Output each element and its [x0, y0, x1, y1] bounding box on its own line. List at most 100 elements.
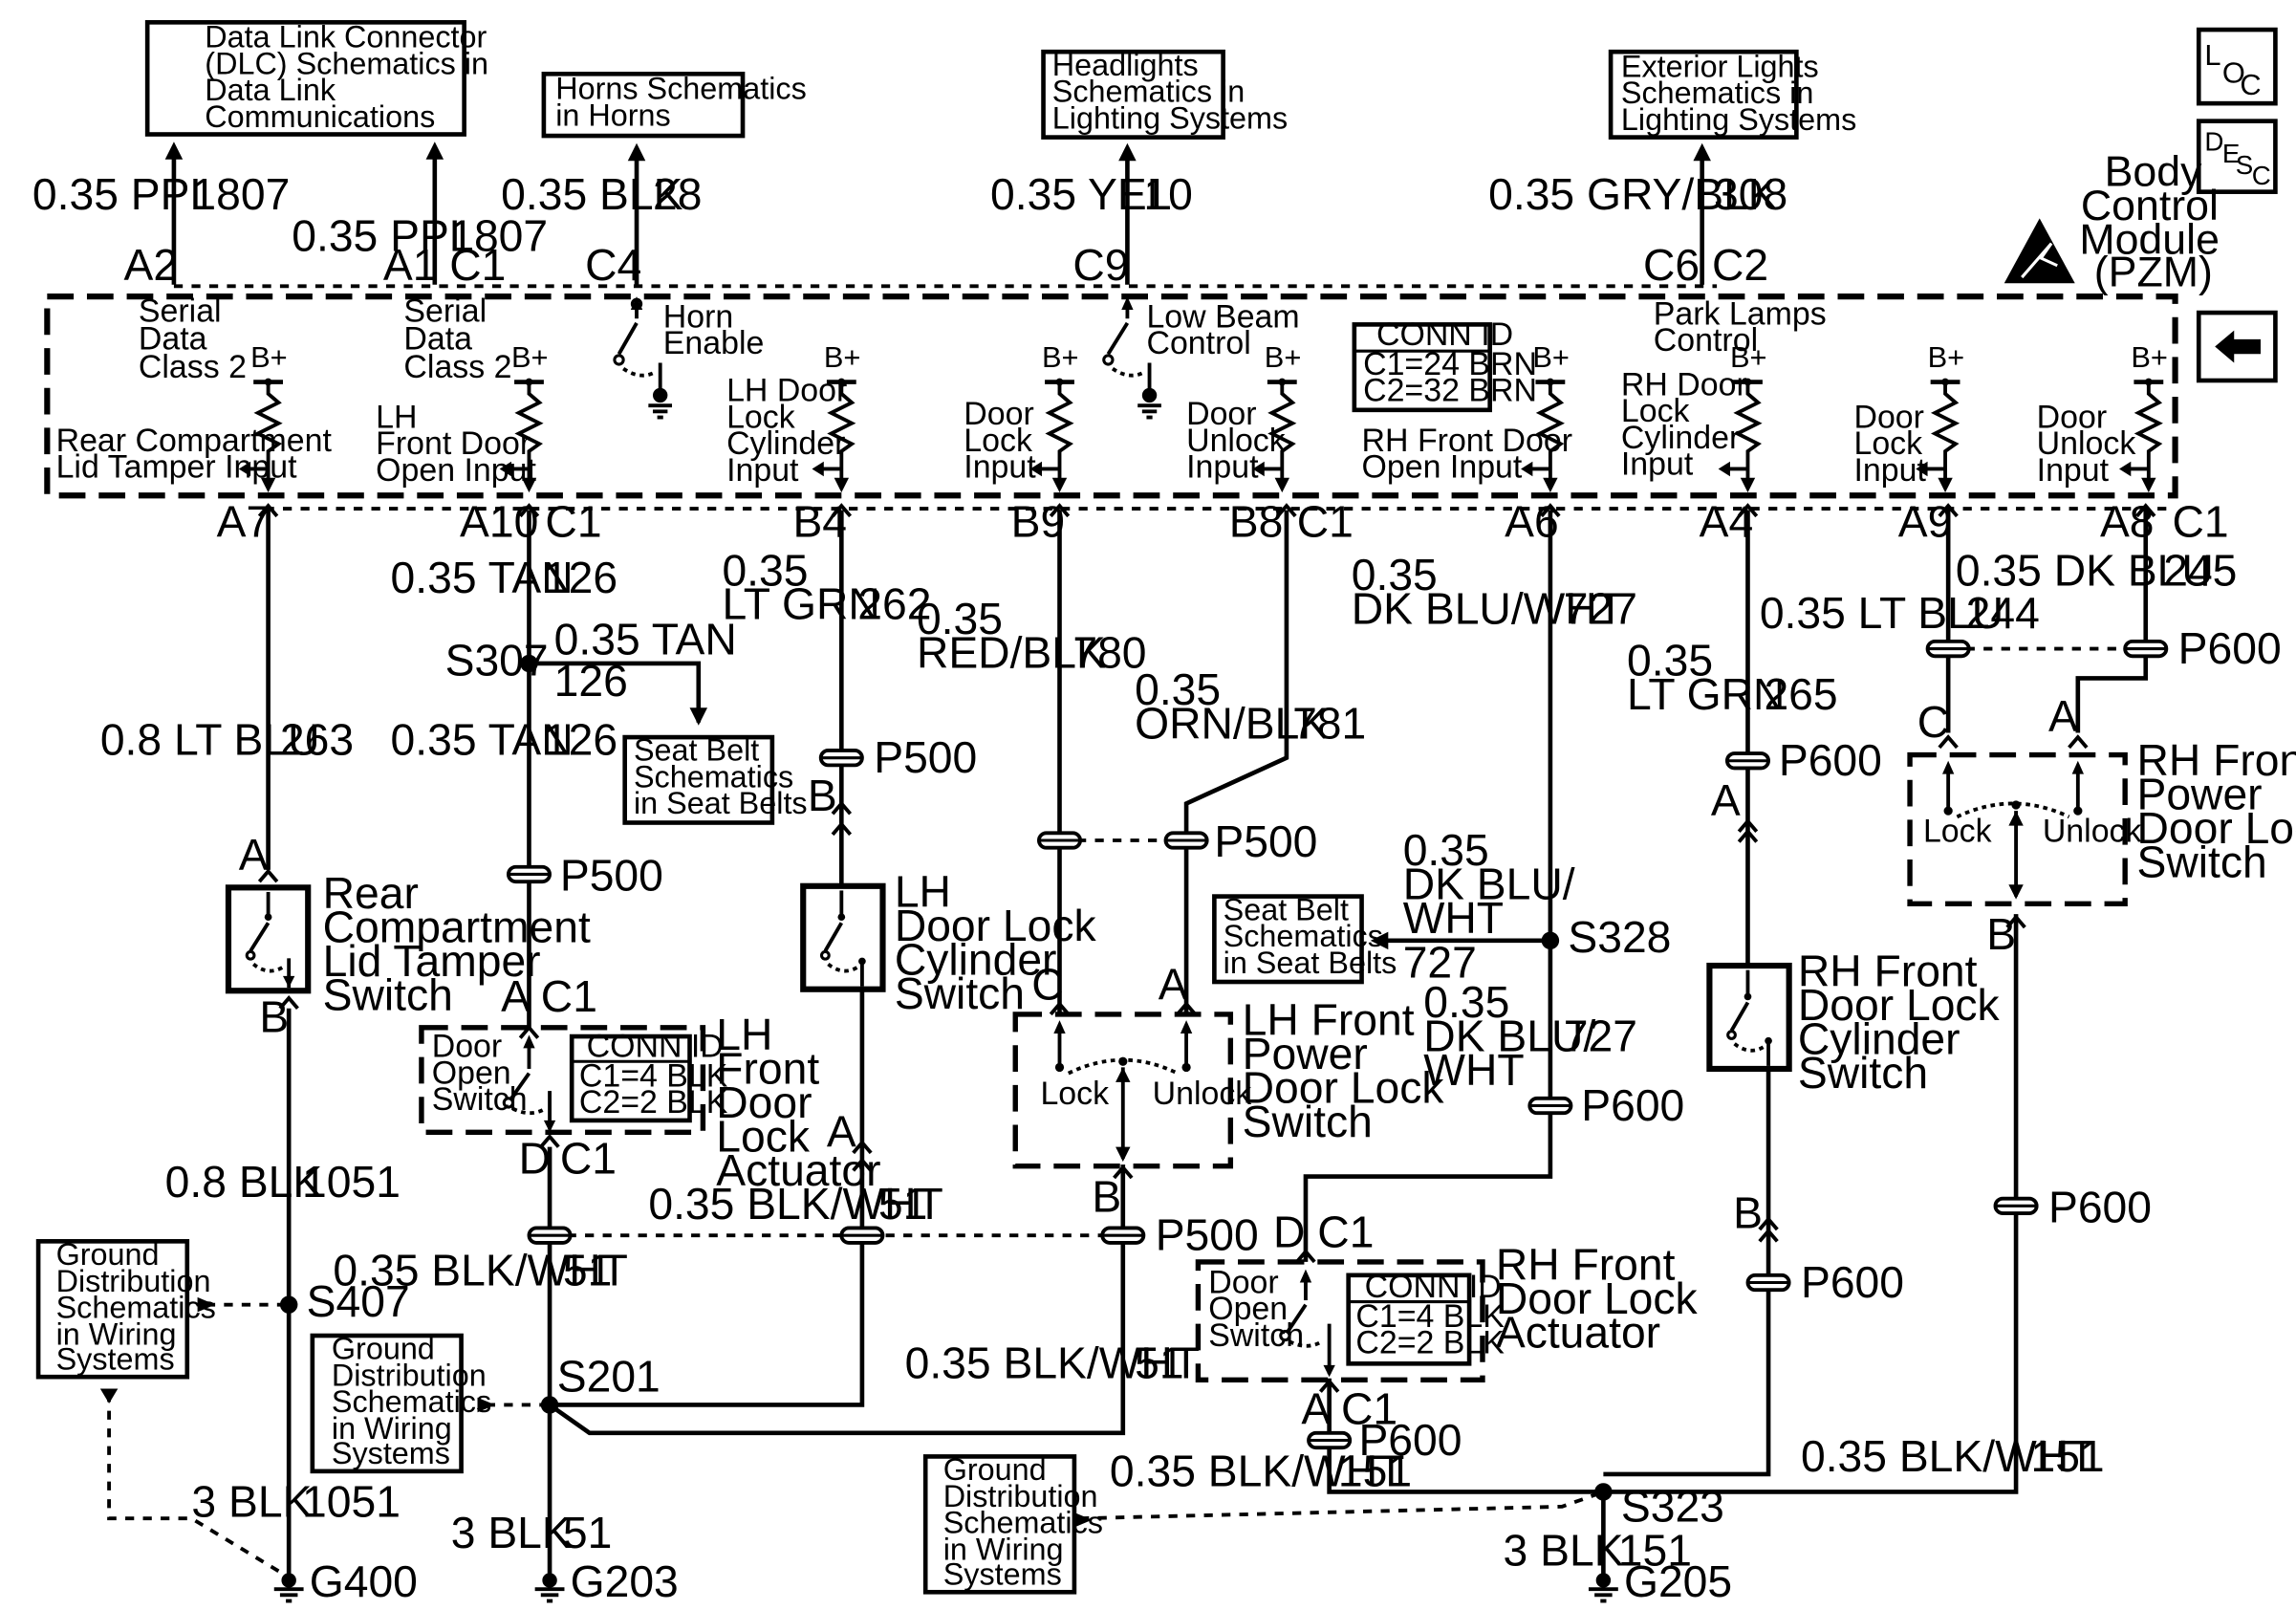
svg-text:Power: Power	[2136, 770, 2262, 819]
bcm-serial-data-2: Serial Data Class 2	[403, 293, 511, 385]
svg-text:Unlock: Unlock	[1186, 423, 1286, 459]
svg-text:Open: Open	[1208, 1291, 1288, 1327]
pin-chevron-7	[852, 1140, 873, 1155]
input-label-rh-door-open: RH Front Door Open Input	[1362, 423, 1572, 486]
back-arrow-icon[interactable]	[2196, 310, 2278, 383]
svg-text:RH Front: RH Front	[1496, 1239, 1676, 1289]
svg-text:B9: B9	[1011, 496, 1066, 546]
svg-text:Communications: Communications	[205, 99, 435, 134]
pin-label-a2: A2	[124, 240, 179, 290]
svg-text:P500: P500	[560, 850, 663, 900]
bplus-label: B+	[1532, 340, 1570, 374]
pin-chevron-5	[831, 800, 853, 816]
svg-text:Switch: Switch	[323, 969, 453, 1019]
top-wires	[164, 141, 1718, 289]
svg-text:0.8 BLK: 0.8 BLK	[165, 1157, 323, 1207]
wire-labels: 0.8 LT BLU 263 0.35 TAN 126 0.35 TAN 126…	[100, 545, 2238, 1575]
description-icon[interactable]: D E S C	[2196, 119, 2278, 194]
svg-text:Lock: Lock	[964, 423, 1032, 459]
pin-chevron-6	[831, 821, 853, 837]
inline-connector-4	[1163, 831, 1209, 850]
seat-belt-reference-box-2[interactable]: Seat Belt Schematics in Seat Belts	[1212, 892, 1397, 985]
svg-text:S307: S307	[445, 635, 549, 685]
svg-text:265: 265	[1764, 669, 1837, 719]
input-label-door-unlock-2: Door Unlock Input	[2037, 399, 2136, 489]
bcm-module-outline	[44, 294, 2178, 499]
inline-connector-9	[1925, 639, 1971, 659]
headlights-reference-box[interactable]: Headlights Schematics in Lighting System…	[1041, 48, 1289, 140]
svg-text:D: D	[1273, 1208, 1305, 1257]
svg-text:781: 781	[1292, 699, 1366, 749]
svg-text:0.35 DK BLU: 0.35 DK BLU	[1956, 545, 2214, 595]
pullup-resistors: B+B+B+B+B+B+B+B+B+	[238, 340, 2168, 493]
rh-door-lock-actuator: Door Open Switch CONN ID C1=4 BLK C2=2 B…	[1195, 1259, 1505, 1382]
pin-chevron-8	[852, 1157, 873, 1172]
ground-ref-arrows	[197, 1296, 1093, 1528]
svg-text:0.35: 0.35	[917, 594, 1003, 643]
svg-text:Distribution: Distribution	[332, 1358, 487, 1392]
svg-text:in Wiring: in Wiring	[943, 1532, 1064, 1566]
svg-text:WHT: WHT	[1423, 1045, 1524, 1095]
svg-text:Enable: Enable	[663, 325, 765, 361]
pullup-resistor-5: B+	[1252, 340, 1301, 493]
svg-text:RH Front Door: RH Front Door	[1362, 423, 1572, 459]
ground-distribution-reference-box-1[interactable]: Ground Distribution Schematics in Wiring…	[35, 1237, 216, 1403]
svg-text:Switch: Switch	[895, 968, 1025, 1018]
svg-text:C1: C1	[560, 1133, 617, 1183]
svg-text:P600: P600	[2048, 1182, 2152, 1231]
inline-connector-11	[1527, 1096, 1573, 1116]
horns-reference-box[interactable]: Horns Schematics in Horns	[541, 72, 807, 139]
exterior-lights-reference-box[interactable]: Exterior Lights Schematics in Lighting S…	[1608, 49, 1856, 140]
pin-chevron-27	[1737, 503, 1759, 518]
svg-text:D: D	[519, 1133, 551, 1183]
inline-connector-1	[506, 864, 552, 884]
rh-door-lock-cylinder-switch	[1706, 962, 1792, 1073]
inline-connector-12	[1745, 1273, 1791, 1293]
svg-text:0.35: 0.35	[1352, 550, 1438, 599]
svg-text:Schematics in: Schematics in	[1052, 75, 1245, 109]
svg-text:Lid Tamper Input: Lid Tamper Input	[56, 449, 298, 486]
ground-distribution-reference-box-3[interactable]: Ground Distribution Schematics in Wiring…	[922, 1452, 1103, 1595]
svg-text:Class 2: Class 2	[139, 349, 247, 385]
inline-connector-10	[2123, 639, 2169, 659]
rh-power-switch-label: RH Front Power Door Lock Switch	[2136, 735, 2296, 886]
svg-text:(DLC) Schematics in: (DLC) Schematics in	[205, 46, 488, 80]
inline-connector-8	[1724, 751, 1770, 771]
svg-text:Cylinder: Cylinder	[1621, 420, 1740, 456]
pin-chevron-25	[1276, 503, 1297, 518]
seat-belt-reference-box-1[interactable]: Seat Belt Schematics in Seat Belts	[622, 733, 808, 825]
svg-text:Ground: Ground	[943, 1452, 1047, 1487]
svg-text:3 BLK: 3 BLK	[191, 1477, 312, 1527]
circuit-label-10: 10	[1143, 169, 1192, 219]
svg-text:Input: Input	[2037, 452, 2110, 489]
svg-text:Door: Door	[964, 396, 1033, 432]
svg-text:in Wiring: in Wiring	[56, 1316, 177, 1351]
pin-chevron-2	[278, 995, 299, 1011]
svg-text:A: A	[1159, 960, 1188, 1010]
svg-text:Input: Input	[1853, 452, 1926, 489]
svg-text:B: B	[808, 771, 837, 820]
svg-text:A: A	[1301, 1384, 1331, 1434]
ground-g400: G400	[273, 1556, 418, 1606]
svg-text:126: 126	[544, 715, 617, 765]
inline-connector-2	[818, 749, 864, 768]
dlc-reference-box[interactable]: Data Link Connector (DLC) Schematics in …	[144, 20, 488, 137]
rh-power-door-lock-switch: Lock Unlock	[1907, 751, 2142, 906]
svg-text:263: 263	[280, 715, 354, 765]
svg-text:51: 51	[1135, 1338, 1183, 1388]
svg-text:Data Link Connector: Data Link Connector	[205, 20, 487, 54]
location-icon[interactable]: L O C	[2196, 27, 2278, 106]
svg-text:S407: S407	[307, 1276, 410, 1326]
svg-text:Data: Data	[139, 321, 207, 358]
pullup-resistor-1: B+	[238, 340, 288, 493]
input-label-door-lock-1: Door Lock Input	[964, 396, 1036, 486]
inline-connector-13	[1993, 1196, 2039, 1215]
svg-text:C1=4 BLK: C1=4 BLK	[579, 1057, 728, 1094]
splice-points	[279, 654, 1613, 1501]
wire-label-gry-blk: 0.35 GRY/BLK	[1488, 169, 1778, 219]
svg-text:Door: Door	[1186, 396, 1257, 432]
svg-text:Unlock: Unlock	[2043, 814, 2142, 850]
lh-door-lock-actuator: Door Open Switch CONN ID C1=4 BLK C2=2 B…	[419, 1025, 728, 1135]
ground-distribution-reference-box-2[interactable]: Ground Distribution Schematics in Wiring…	[310, 1332, 491, 1474]
pin-chevron-10	[1176, 1001, 1197, 1016]
